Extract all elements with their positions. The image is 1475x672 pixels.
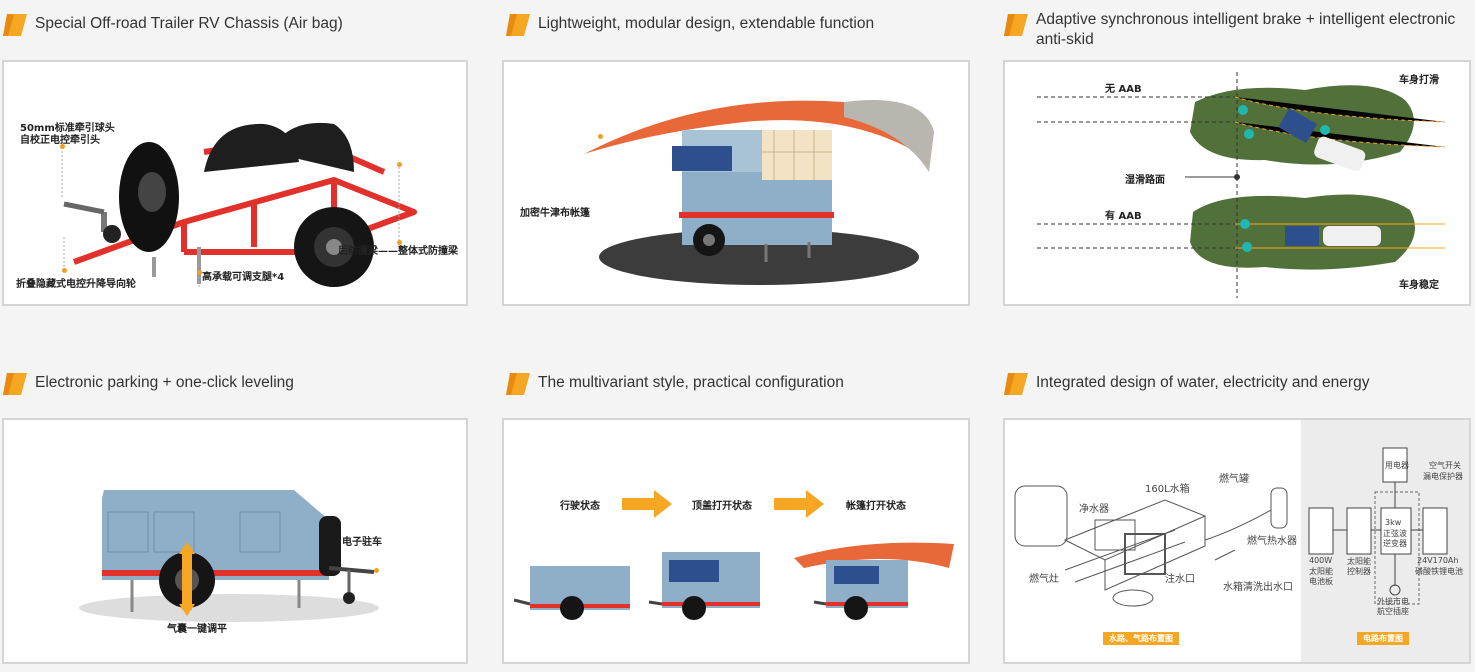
brake-panel: 无 AAB 有 AAB 湿滑路面 车身打滑 车身稳定 xyxy=(1003,60,1471,306)
label-coupler: 50mm标准牵引球头 xyxy=(20,123,115,134)
label-load: 用电器 xyxy=(1385,461,1409,470)
label-state-tent-open: 帐篷打开状态 xyxy=(846,501,906,512)
label-state-roof-open: 顶盖打开状态 xyxy=(692,501,752,512)
label-inverter: 3kw xyxy=(1385,518,1402,527)
callout-dot xyxy=(397,240,402,245)
configuration-illustration xyxy=(513,490,954,620)
brake-illustration xyxy=(1037,72,1446,298)
label-leveling: 气囊一键调平 xyxy=(167,624,227,635)
orange-flag-icon xyxy=(506,14,530,36)
label-stable: 车身稳定 xyxy=(1399,280,1439,291)
label-parking: 电子驻车 xyxy=(342,537,382,548)
feature-title: Adaptive synchronous intelligent brake +… xyxy=(1036,11,1456,48)
label-breaker-2: 漏电保护器 xyxy=(1423,472,1463,481)
feature-title: Electronic parking + one-click leveling xyxy=(35,374,294,391)
electric-layout-tag: 电路布置图 xyxy=(1357,632,1409,645)
label-solar-3: 电池板 xyxy=(1309,577,1333,586)
parking-illustration xyxy=(79,490,379,622)
label-gas-tank: 燃气罐 xyxy=(1219,474,1249,485)
integrated-panel: 160L水箱 净水器 燃气罐 燃气热水器 燃气灶 注水口 水箱清洗出水口 水路、… xyxy=(1003,418,1471,664)
label-stove: 燃气灶 xyxy=(1029,574,1059,585)
label-inlet: 注水口 xyxy=(1165,574,1195,585)
callout-dot xyxy=(60,144,65,149)
label-battery-2: 磷酸铁锂电池 xyxy=(1415,567,1463,576)
orange-flag-icon xyxy=(3,373,27,395)
water-layout-tag: 水路、气路布置图 xyxy=(1103,632,1179,645)
label-shore-power: 外接市电 xyxy=(1377,597,1409,606)
label-inverter-2: 正弦波 xyxy=(1383,529,1407,538)
label-controller: 太阳能 xyxy=(1347,557,1371,566)
label-no-aab: 无 AAB xyxy=(1105,84,1142,95)
label-state-driving: 行驶状态 xyxy=(560,501,600,512)
integrated-illustration xyxy=(1014,420,1469,662)
orange-flag-icon xyxy=(506,373,530,395)
label-breaker: 空气开关 xyxy=(1429,461,1461,470)
feature-title: Integrated design of water, electricity … xyxy=(1036,374,1370,391)
callout-dot xyxy=(374,568,379,573)
label-solar-2: 太阳能 xyxy=(1309,567,1333,576)
feature-title: The multivariant style, practical config… xyxy=(538,374,844,391)
label-drain: 水箱清洗出水口 xyxy=(1223,582,1293,593)
label-solar: 400W xyxy=(1309,556,1333,565)
orange-flag-icon xyxy=(1004,373,1028,395)
label-inverter-3: 逆变器 xyxy=(1383,539,1407,548)
label-wet-road: 湿滑路面 xyxy=(1125,175,1165,186)
label-purifier: 净水器 xyxy=(1079,504,1109,515)
label-awning: 加密牛津布帐篷 xyxy=(520,208,590,219)
callout-dot xyxy=(197,270,202,275)
configuration-panel: 行驶状态 顶盖打开状态 帐篷打开状态 xyxy=(502,418,970,664)
orange-flag-icon xyxy=(3,14,27,36)
label-battery: 24V170Ah xyxy=(1417,556,1459,565)
callout-dot xyxy=(598,134,603,139)
label-shore-power-2: 航空插座 xyxy=(1377,607,1409,616)
label-coupler-2: 自校正电控牵引头 xyxy=(20,135,100,146)
callout-dot xyxy=(62,268,67,273)
label-skid: 车身打滑 xyxy=(1399,75,1439,86)
label-gas-heater: 燃气热水器 xyxy=(1247,536,1297,547)
label-legs: 高承载可调支腿*4 xyxy=(202,272,285,283)
chassis-panel: 50mm标准牵引球头 自校正电控牵引头 折叠隐藏式电控升降导向轮 高承载可调支腿… xyxy=(2,60,468,306)
feature-title: Lightweight, modular design, extendable … xyxy=(538,15,875,32)
label-bumper: 后防撞梁——整体式防撞梁 xyxy=(338,246,458,257)
parking-panel: 电子驻车 气囊一键调平 xyxy=(2,418,468,664)
label-water-tank: 160L水箱 xyxy=(1145,484,1190,495)
modular-panel: 加密牛津布帐篷 xyxy=(502,60,970,306)
label-jockey-wheel: 折叠隐藏式电控升降导向轮 xyxy=(16,279,136,290)
chassis-illustration xyxy=(61,122,417,287)
label-with-aab: 有 AAB xyxy=(1105,211,1142,222)
label-controller-2: 控制器 xyxy=(1347,567,1371,576)
feature-title: Special Off-road Trailer RV Chassis (Air… xyxy=(35,15,343,32)
callout-dot xyxy=(397,162,402,167)
modular-illustration xyxy=(584,100,934,285)
orange-flag-icon xyxy=(1004,14,1028,36)
